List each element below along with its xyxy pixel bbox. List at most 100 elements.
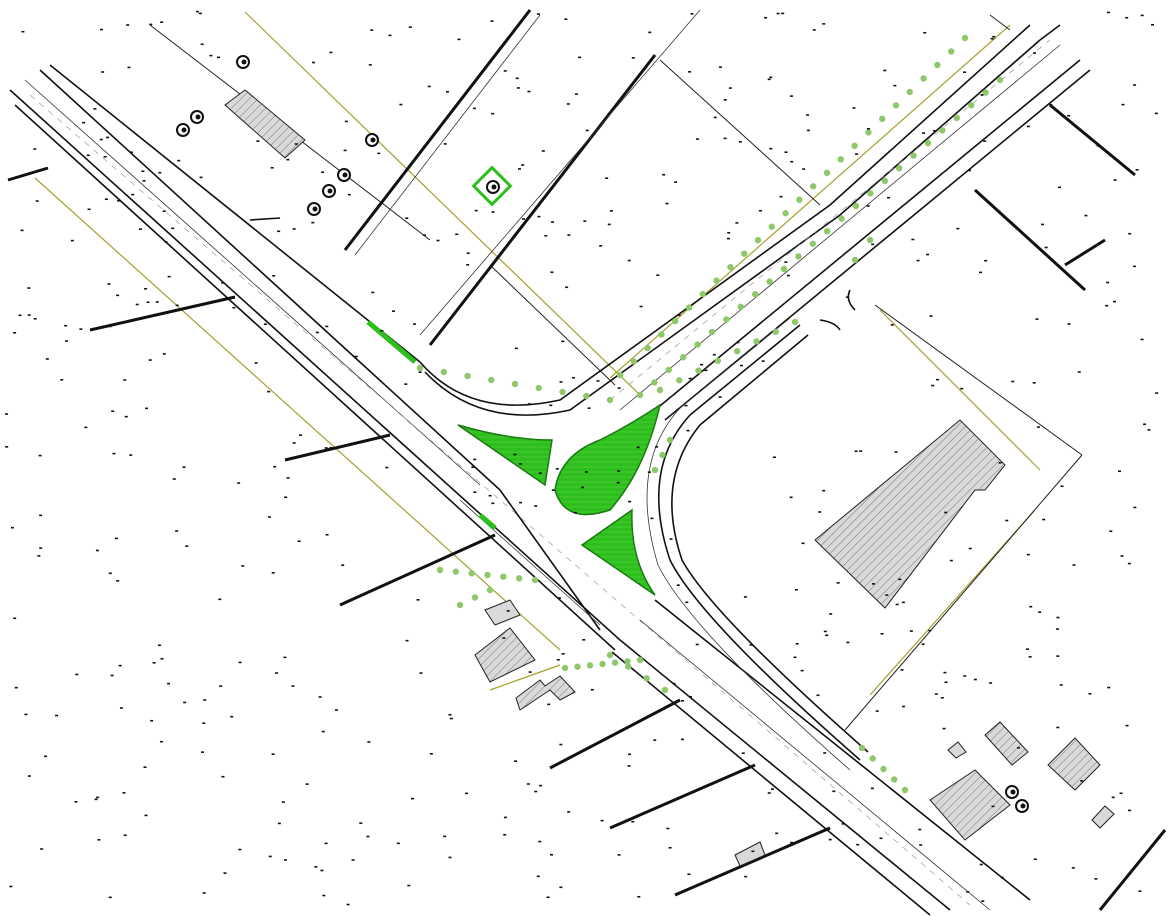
survey-point-icon <box>230 715 234 718</box>
survey-point-icon <box>223 872 227 874</box>
survey-point-icon <box>923 31 927 34</box>
survey-point-icon <box>26 173 30 176</box>
survey-point-icon <box>1056 655 1060 657</box>
survey-point-icon <box>1056 616 1060 619</box>
tree-icon <box>961 34 969 42</box>
survey-point-icon <box>40 848 44 850</box>
survey-point-icon <box>802 168 806 170</box>
survey-point-icon <box>503 816 507 819</box>
survey-point-icon <box>521 218 525 220</box>
tree-icon <box>699 290 706 298</box>
building <box>734 841 766 867</box>
survey-point-icon <box>427 85 431 88</box>
survey-point-icon <box>998 462 1002 464</box>
survey-point-icon <box>351 859 355 861</box>
tree-icon <box>672 317 679 325</box>
survey-point-icon <box>648 31 652 34</box>
survey-point-icon <box>107 283 111 285</box>
survey-point-icon <box>118 664 122 667</box>
survey-point-icon <box>590 688 594 691</box>
survey-point-icon <box>74 801 78 803</box>
survey-point-icon <box>503 70 507 72</box>
survey-point-icon <box>13 332 17 334</box>
tree-icon <box>636 656 644 664</box>
fence-line <box>674 826 831 897</box>
survey-point-icon <box>989 682 993 684</box>
tree-icon <box>416 364 424 372</box>
tree-icon <box>723 316 730 323</box>
survey-point-icon <box>198 12 202 15</box>
selection-marker[interactable] <box>471 165 513 207</box>
traffic-island-icon <box>580 508 656 596</box>
survey-point-icon <box>1088 693 1092 695</box>
survey-point-icon <box>64 324 68 327</box>
survey-point-icon <box>795 642 799 645</box>
survey-point-icon <box>44 755 48 758</box>
boundary-line-ne-verge <box>609 24 1011 379</box>
survey-point-icon <box>388 34 392 37</box>
survey-point-icon <box>519 463 523 465</box>
fence-line <box>1098 829 1167 911</box>
road-edge <box>49 64 421 363</box>
tree-icon <box>651 466 659 474</box>
tree-icon <box>780 265 788 273</box>
survey-point-icon <box>1128 809 1132 812</box>
survey-point-icon <box>5 446 9 448</box>
tree-icon <box>772 328 779 335</box>
boundary-line-west <box>34 177 561 651</box>
survey-point-icon <box>538 840 542 843</box>
tree-icon <box>531 576 539 584</box>
selection-box-icon[interactable] <box>471 165 513 207</box>
survey-point-icon <box>581 486 585 489</box>
survey-point-icon <box>1005 519 1009 522</box>
fence-line <box>284 433 391 462</box>
survey-point-icon <box>283 656 287 659</box>
survey-point-icon <box>538 472 542 474</box>
survey-point-icon <box>359 822 363 824</box>
survey-point-icon <box>909 630 913 632</box>
tree-icon <box>968 102 975 109</box>
property-line <box>489 264 616 386</box>
survey-point-icon <box>984 259 988 262</box>
survey-point-icon <box>329 447 333 449</box>
survey-point-icon <box>106 136 110 139</box>
survey-point-icon <box>219 685 223 687</box>
survey-point-icon <box>559 381 563 383</box>
survey-point-icon <box>893 84 897 87</box>
survey-point-icon <box>199 176 203 179</box>
building <box>484 599 521 626</box>
survey-point-icon <box>960 387 964 390</box>
survey-point-icon <box>883 69 887 72</box>
survey-point-icon <box>871 243 875 246</box>
survey-point-icon <box>885 594 889 596</box>
survey-point-icon <box>751 850 755 853</box>
survey-point-icon <box>443 835 447 838</box>
survey-point-icon <box>690 13 694 15</box>
survey-point-icon <box>574 93 578 95</box>
tree-icon <box>869 755 876 762</box>
tree-icon <box>651 379 658 386</box>
survey-point-icon <box>284 496 288 499</box>
survey-point-icon <box>162 210 166 212</box>
survey-point-icon <box>587 407 591 409</box>
utility-pole-icon <box>236 55 250 69</box>
survey-point-icon <box>311 221 315 224</box>
survey-point-icon <box>294 143 298 145</box>
tree-icon <box>920 75 927 82</box>
tree-icon <box>741 250 748 257</box>
survey-point-icon <box>744 875 748 878</box>
survey-point-icon <box>380 329 384 332</box>
survey-point-icon <box>1140 338 1144 341</box>
fence-line <box>419 9 701 336</box>
survey-point-icon <box>123 379 127 381</box>
survey-point-icon <box>418 371 422 373</box>
survey-point-icon <box>86 154 90 157</box>
tree-icon <box>766 278 773 285</box>
fence-lines <box>7 9 1167 911</box>
survey-point-icon <box>911 238 915 241</box>
survey-point-icon <box>546 896 550 899</box>
survey-point-icon <box>1147 429 1151 431</box>
survey-point-icon <box>653 739 657 741</box>
survey-point-icon <box>490 20 494 22</box>
survey-point-icon <box>466 252 470 255</box>
